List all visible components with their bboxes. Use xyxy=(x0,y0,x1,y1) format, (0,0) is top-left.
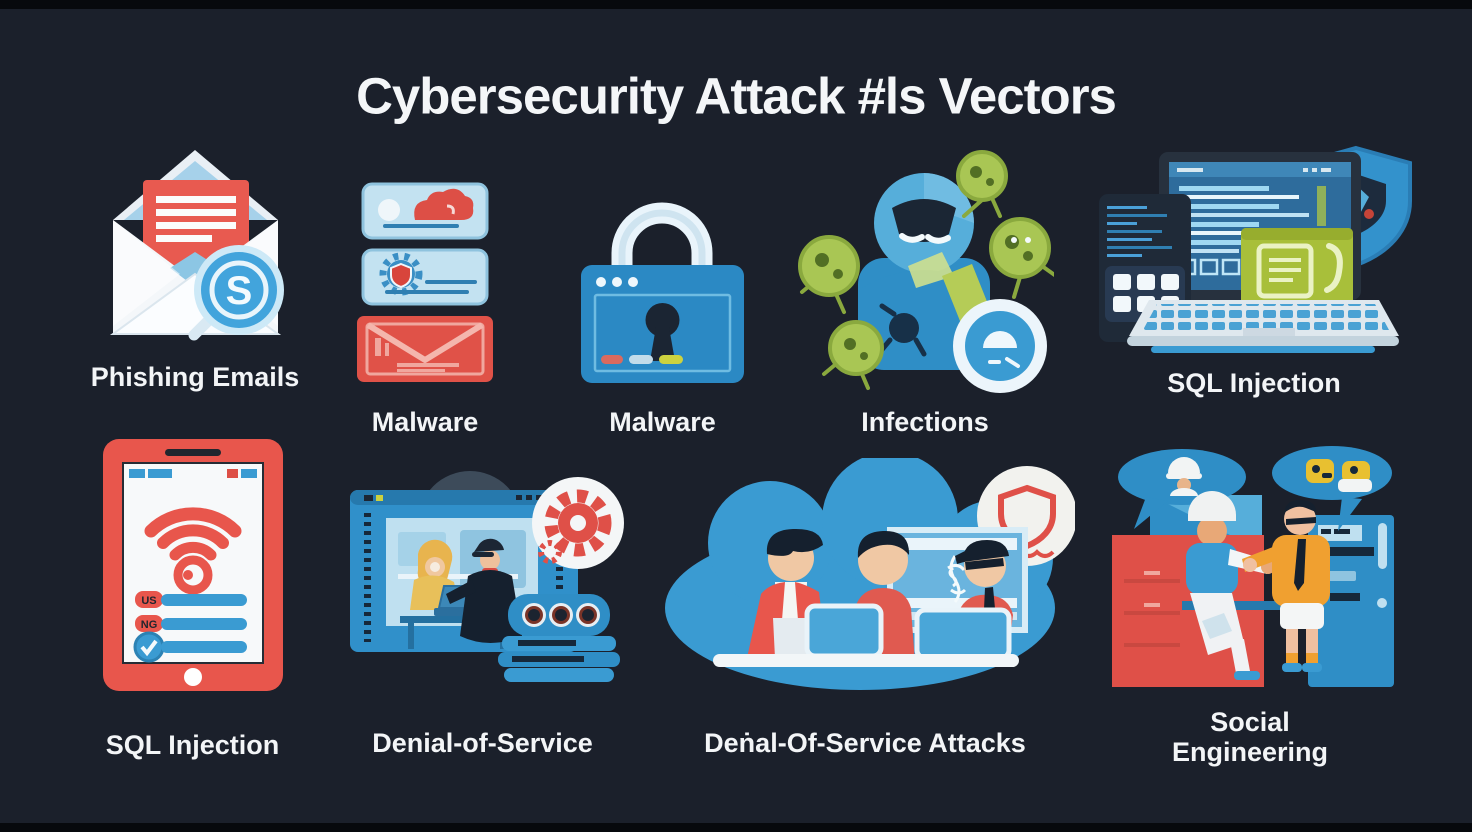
letterbox-bar-bottom xyxy=(0,823,1472,832)
laptop-right xyxy=(914,607,1012,661)
magnifier-badge: S xyxy=(188,245,284,341)
item-label-infections: Infections xyxy=(861,407,989,437)
laptop-code-shield-icon xyxy=(1099,145,1412,353)
item-label-social-engineering: Social Engineering xyxy=(1171,707,1328,768)
item-label-phishing-emails: Phishing Emails xyxy=(90,362,300,392)
virus-germs xyxy=(798,150,1054,390)
item-social-engineering: Social Engineering xyxy=(1090,443,1410,767)
wifi-icon xyxy=(144,507,242,595)
item-label-sql-injection-tablet: SQL Injection xyxy=(105,730,280,760)
padlock-browser-window-icon xyxy=(581,202,744,383)
code-lines xyxy=(1179,186,1326,253)
hacker-figure-right xyxy=(446,538,522,643)
item-malware-cards: Malware xyxy=(350,180,500,437)
letterbox-bar-top xyxy=(0,0,1472,9)
hooded-figure-virus-germs-icon xyxy=(798,150,1054,393)
victim-figure xyxy=(1186,491,1275,680)
item-label-denial-of-service: Denial-of-Service xyxy=(372,728,593,758)
speech-bubble-right xyxy=(1272,446,1392,531)
item-phishing-emails: S Phishing Emails xyxy=(70,128,320,392)
svg-text:US: US xyxy=(141,595,156,607)
tablet-wifi-checklist-icon: US NG xyxy=(103,439,283,691)
item-sql-injection-laptop: SQL Injection xyxy=(1093,142,1415,398)
item-denial-of-service: Denial-of-Service xyxy=(340,468,625,758)
item-label-sql-injection-laptop: SQL Injection xyxy=(1167,368,1341,398)
item-label-dos-attacks: Deṅal-Of-Service Attacks xyxy=(704,728,1026,758)
scanner-badge xyxy=(953,299,1047,393)
svg-text:S: S xyxy=(225,269,252,313)
server-stack xyxy=(498,594,620,682)
laptop-left xyxy=(804,603,884,659)
malware-message-cards-icon xyxy=(357,182,493,382)
item-sql-injection-tablet: US NG SQL Injection xyxy=(85,433,300,760)
item-dos-attacks: Deṅal-Of-Service Attacks xyxy=(655,458,1075,758)
item-label-malware-cards: Malware xyxy=(371,407,479,437)
browser-hackers-server-gear-icon xyxy=(350,471,624,682)
infographic-title: Cybersecurity Attack #ls Vectors xyxy=(356,67,1117,125)
speech-bubble-left xyxy=(1118,449,1246,529)
item-malware-lock: Malware xyxy=(565,165,760,437)
gear-badge xyxy=(532,477,624,569)
item-infections: Infections xyxy=(795,148,1055,437)
impostor-figure xyxy=(1242,499,1330,672)
open-envelope-letter-magnifier-icon: S xyxy=(109,150,284,341)
table xyxy=(713,654,1019,667)
dollar-plant-doodle xyxy=(947,555,967,603)
cloud-attackers-laptops-shield-icon xyxy=(665,458,1075,690)
svg-text:NG: NG xyxy=(141,619,158,631)
item-label-malware-lock: Malware xyxy=(609,407,716,437)
handshake-speech-bubbles-icon xyxy=(1112,446,1394,687)
